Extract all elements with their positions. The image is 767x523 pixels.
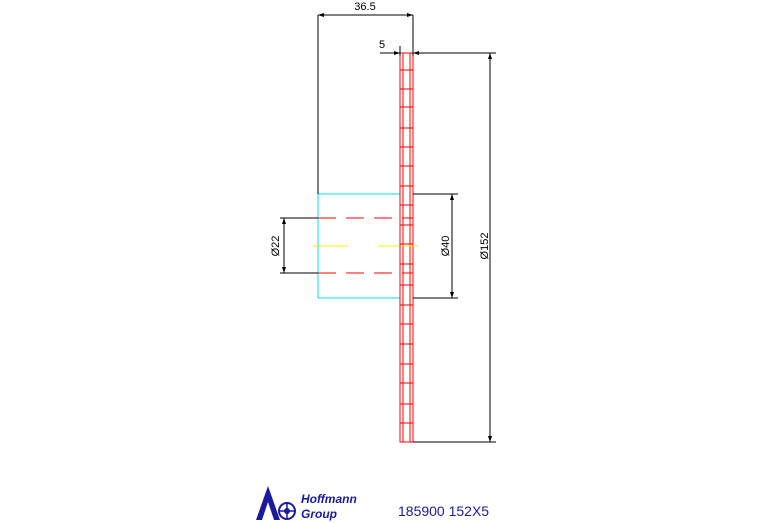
dim-hub-length-label: 36.5 — [354, 1, 375, 13]
dim-plate-thickness-label: 5 — [379, 39, 385, 51]
plate — [399, 52, 414, 443]
dim-hub-length — [317, 13, 414, 194]
part-code: 185900 152X5 — [398, 503, 489, 519]
dim-hub-diameter-label: Ø40 — [440, 236, 452, 257]
dim-hub-diameter — [413, 193, 458, 299]
dim-bore-diameter-label: Ø22 — [270, 236, 282, 257]
logo-line1: Hoffmann — [301, 492, 357, 506]
bore-hidden-lines — [318, 217, 413, 274]
dim-plate-thickness — [380, 46, 419, 56]
dim-outer-diameter-label: Ø152 — [479, 233, 491, 260]
logo-line2: Group — [301, 507, 337, 521]
dim-outer-diameter — [413, 52, 496, 443]
dim-bore-diameter — [280, 217, 318, 274]
hoffmann-logo-icon — [256, 486, 296, 520]
